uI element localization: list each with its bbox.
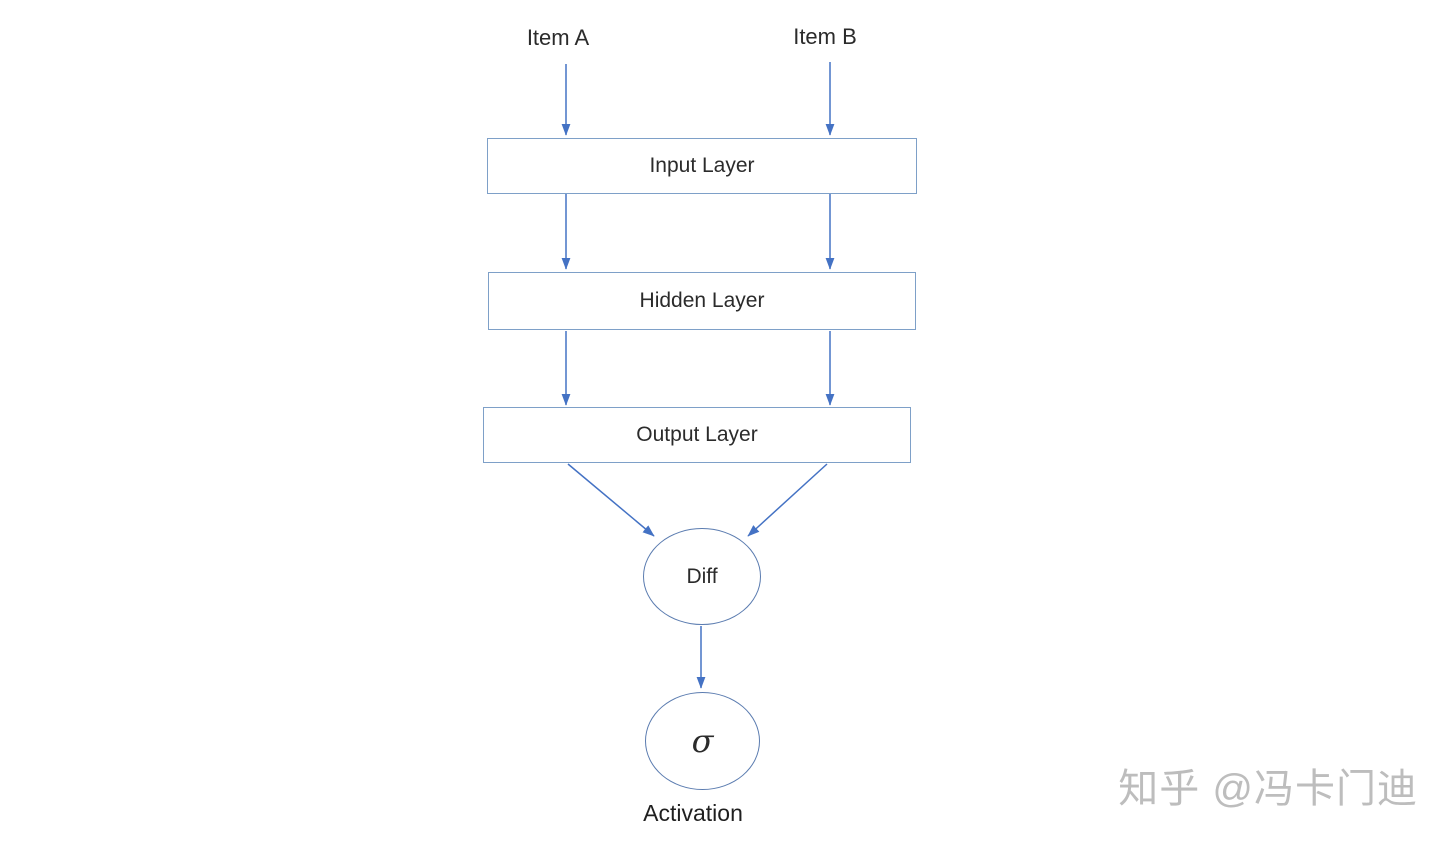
activation-caption: Activation — [643, 800, 743, 826]
diff-node-label: Diff — [686, 564, 718, 588]
arrow-output-to-diff-right — [747, 463, 828, 537]
arrow-output-to-diff-left — [567, 463, 655, 537]
input-label-item-b: Item B — [793, 24, 857, 49]
output-layer-box: Output Layer — [483, 407, 911, 463]
input-layer-label: Input Layer — [649, 154, 755, 177]
output-layer-label: Output Layer — [636, 423, 758, 446]
zhihu-watermark: 知乎 @冯卡门迪 — [1118, 767, 1418, 811]
hidden-layer-label: Hidden Layer — [639, 289, 765, 312]
sigma-node: σ — [645, 692, 760, 790]
input-layer-box: Input Layer — [487, 138, 917, 194]
hidden-layer-box: Hidden Layer — [488, 272, 916, 330]
diff-node: Diff — [643, 528, 761, 625]
input-label-item-a: Item A — [526, 25, 590, 50]
sigma-node-label: σ — [691, 722, 714, 760]
